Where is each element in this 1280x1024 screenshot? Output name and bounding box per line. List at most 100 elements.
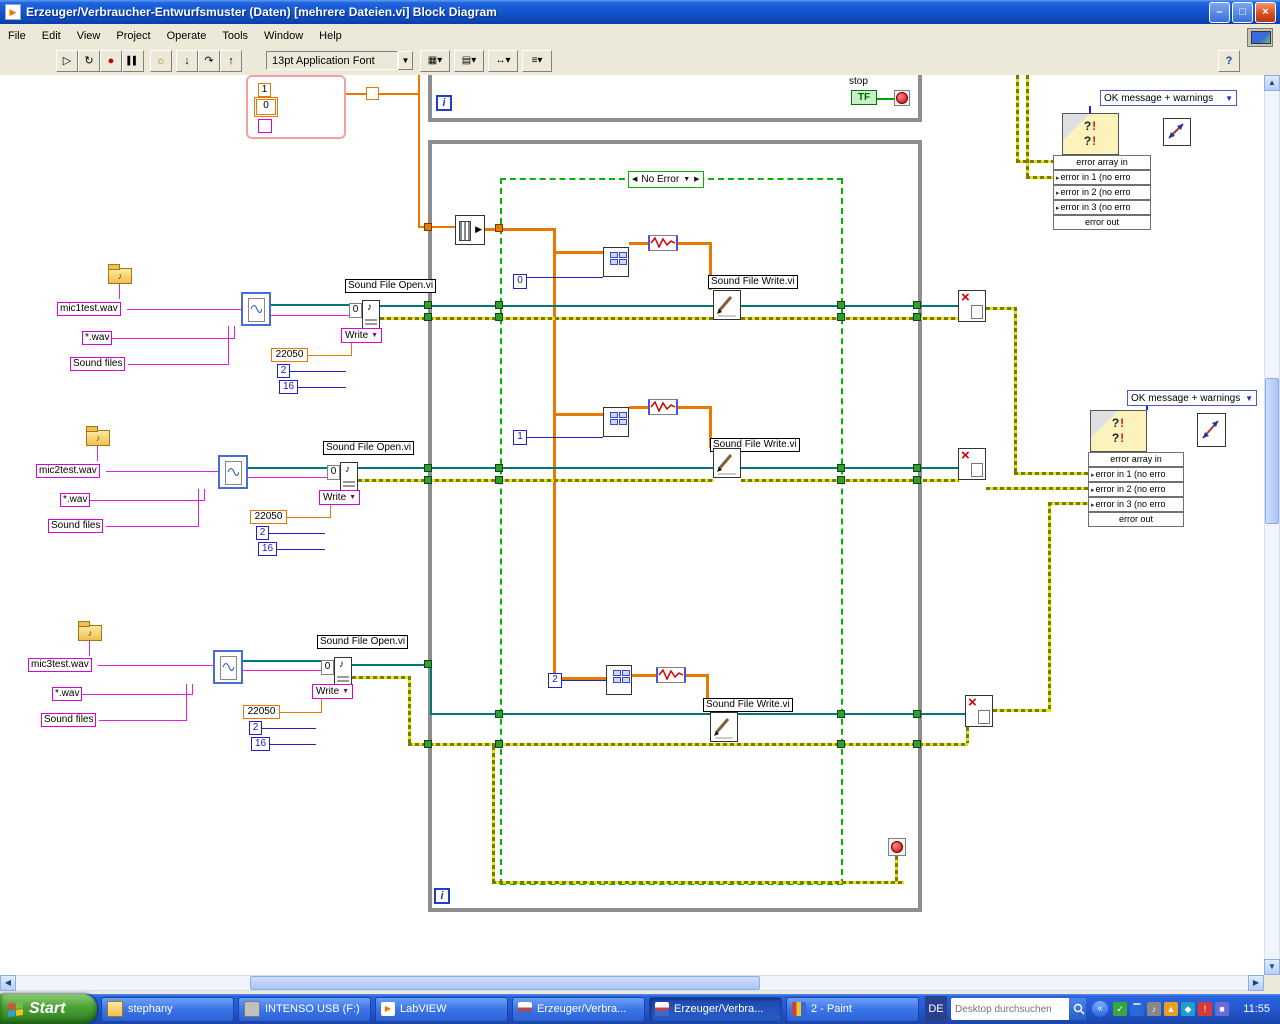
index-array-icon[interactable] — [603, 407, 629, 437]
tray-icon[interactable]: ✓ — [1113, 1002, 1127, 1016]
file-dialog-icon[interactable] — [241, 292, 271, 326]
simple-error-handler-icon[interactable]: ?!?! — [1062, 113, 1119, 155]
file-dialog-icon[interactable] — [218, 455, 248, 489]
tray-icon[interactable]: ! — [1198, 1002, 1212, 1016]
taskbar-button-labview[interactable]: ▶ LabVIEW — [375, 996, 508, 1022]
close-file-icon[interactable]: × — [965, 694, 993, 727]
bits-constant[interactable]: 16 — [258, 542, 277, 556]
case-prev-icon[interactable]: ◀ — [632, 176, 638, 183]
stop-button[interactable] — [894, 90, 910, 106]
vi-label[interactable]: Sound File Open.vi — [345, 279, 437, 293]
case-next-icon[interactable]: ▶ — [694, 176, 700, 183]
bits-constant[interactable]: 16 — [279, 380, 298, 394]
menu-edit[interactable]: Edit — [41, 29, 61, 42]
array-index-constant[interactable]: 0 — [513, 274, 527, 289]
language-indicator[interactable]: DE — [925, 996, 947, 1022]
sound-file-write-icon[interactable] — [713, 448, 741, 478]
block-diagram-canvas[interactable]: ◀ No Error ▼ ▶ 1 0 — [0, 75, 1264, 975]
run-button[interactable]: ▷ — [56, 50, 78, 72]
folder-icon[interactable]: ♪ — [78, 621, 102, 641]
step-into-button[interactable]: ↓ — [176, 50, 198, 72]
font-selector-caret-icon[interactable]: ▼ — [398, 51, 413, 70]
menu-tools[interactable]: Tools — [222, 29, 249, 42]
highlight-execution-icon[interactable]: ☼ — [150, 50, 172, 72]
hide-tray-icons-chevron[interactable]: « — [1092, 1001, 1108, 1017]
case-selector[interactable]: ◀ No Error ▼ ▶ — [628, 171, 704, 188]
error-cluster-row[interactable]: error out — [1088, 512, 1184, 527]
distribute-objects-dropdown[interactable]: ▤▾ — [454, 50, 484, 72]
sound-file-open-icon[interactable]: ♪ — [362, 300, 380, 330]
dequeue-element-icon[interactable]: ▶ — [455, 215, 485, 245]
file-name-constant[interactable]: mic2test.wav — [36, 464, 100, 478]
tray-icon[interactable]: ■ — [1215, 1002, 1229, 1016]
taskbar-button-stephany[interactable]: stephany — [101, 996, 234, 1022]
stop-boolean-terminal[interactable]: TF — [851, 90, 877, 105]
cluster-value-0[interactable]: 0 — [254, 97, 278, 117]
tray-icon[interactable]: ▔ — [1130, 1002, 1144, 1016]
error-handler-type-ring[interactable]: OK message + warnings▼ — [1100, 90, 1237, 106]
build-waveform-icon[interactable] — [656, 667, 686, 683]
file-dialog-icon[interactable] — [213, 650, 243, 684]
folder-icon[interactable]: ♪ — [108, 264, 132, 284]
bits-constant[interactable]: 16 — [251, 737, 270, 751]
main-while-loop[interactable] — [428, 140, 922, 912]
sound-file-write-icon[interactable] — [713, 290, 741, 320]
vertical-scroll-thumb[interactable] — [1265, 378, 1279, 524]
prompt-constant[interactable]: Sound files — [48, 519, 104, 533]
tray-volume-icon[interactable]: ♪ — [1147, 1002, 1161, 1016]
error-cluster-row[interactable]: ▸error in 1 (no erro — [1088, 467, 1184, 482]
index-array-icon[interactable] — [606, 665, 632, 695]
array-index-constant[interactable]: 2 — [548, 673, 562, 688]
error-cluster-row[interactable]: ▸error in 3 (no erro — [1053, 200, 1151, 215]
menu-view[interactable]: View — [76, 29, 101, 42]
search-icon[interactable] — [1069, 998, 1086, 1020]
file-name-constant[interactable]: mic1test.wav — [57, 302, 121, 316]
build-waveform-icon[interactable] — [648, 399, 678, 415]
stop-label[interactable]: stop — [849, 76, 868, 87]
file-pattern-constant[interactable]: *.wav — [60, 493, 91, 507]
sample-rate-constant[interactable]: 22050 — [243, 705, 280, 719]
open-constant[interactable]: 0 — [327, 465, 340, 480]
file-pattern-constant[interactable]: *.wav — [52, 687, 83, 701]
menu-project[interactable]: Project — [116, 29, 151, 42]
array-index-constant[interactable]: 1 — [513, 430, 527, 445]
close-file-icon[interactable]: × — [958, 289, 986, 322]
align-objects-dropdown[interactable]: ▦▾ — [420, 50, 450, 72]
numeric-element[interactable] — [366, 87, 379, 100]
sample-rate-constant[interactable]: 22050 — [250, 510, 287, 524]
file-pattern-constant[interactable]: *.wav — [82, 331, 113, 345]
tray-icon[interactable]: ▲ — [1164, 1002, 1178, 1016]
cluster-value-1[interactable]: 1 — [258, 83, 271, 97]
step-over-button[interactable]: ↷ — [198, 50, 220, 72]
sample-rate-constant[interactable]: 22050 — [271, 348, 308, 362]
menu-help[interactable]: Help — [319, 29, 342, 42]
taskbar-button-erzeuger-1[interactable]: Erzeuger/Verbra... — [512, 996, 645, 1022]
sound-file-open-icon[interactable]: ♪ — [334, 657, 352, 687]
vertical-scrollbar[interactable] — [1264, 75, 1280, 975]
close-button[interactable]: × — [1255, 1, 1276, 23]
simple-error-handler-icon[interactable]: ?!?! — [1090, 410, 1147, 452]
abort-button[interactable]: ● — [100, 50, 122, 72]
error-cluster-row[interactable]: error array in — [1053, 155, 1151, 170]
cluster-string-element[interactable] — [258, 119, 272, 133]
mode-ring[interactable]: Write▼ — [341, 328, 383, 343]
resize-objects-dropdown[interactable]: ↔▾ — [488, 50, 518, 72]
error-resize-icon[interactable] — [1197, 413, 1226, 447]
taskbar-button-usb-drive[interactable]: INTENSO USB (F:) — [238, 996, 371, 1022]
index-array-icon[interactable] — [603, 247, 629, 277]
error-resize-icon[interactable] — [1163, 118, 1191, 146]
channels-constant[interactable]: 2 — [256, 526, 269, 540]
scroll-down-icon[interactable]: ▼ — [1264, 959, 1280, 975]
channels-constant[interactable]: 2 — [277, 364, 290, 378]
folder-icon[interactable]: ♪ — [86, 426, 110, 446]
error-handler-type-ring[interactable]: OK message + warnings▼ — [1127, 390, 1257, 406]
prompt-constant[interactable]: Sound files — [70, 357, 126, 371]
iteration-terminal[interactable]: i — [434, 888, 450, 904]
run-continuous-button[interactable]: ↻ — [78, 50, 100, 72]
error-cluster-row[interactable]: ▸error in 2 (no erro — [1053, 185, 1151, 200]
horizontal-scroll-thumb[interactable] — [250, 976, 760, 990]
loop-stop-button[interactable] — [888, 838, 906, 856]
font-selector[interactable]: 13pt Application Font — [266, 51, 398, 70]
error-cluster-row[interactable]: error out — [1053, 215, 1151, 230]
prompt-constant[interactable]: Sound files — [41, 713, 97, 727]
